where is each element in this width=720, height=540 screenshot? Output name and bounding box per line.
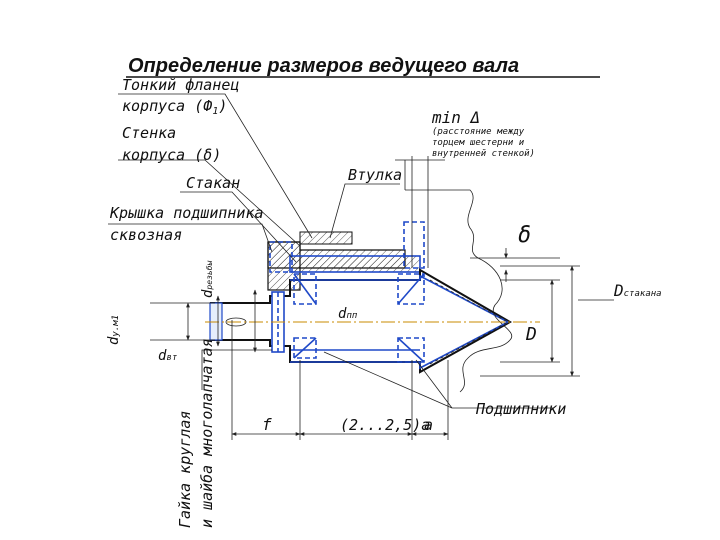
label-min-delta: min Δ — [431, 108, 480, 127]
cup-flange-dashed — [269, 241, 293, 273]
bearing-left-diag2 — [293, 337, 317, 359]
bearing-left-diag — [293, 273, 317, 305]
gear-tooth-top — [429, 279, 509, 323]
leader-wall — [118, 159, 301, 247]
leader-cover — [108, 223, 273, 253]
housing-outline — [404, 160, 513, 393]
page-title: Определение размеров ведущего вала — [128, 55, 519, 77]
leader-bearing-left — [323, 351, 453, 409]
label-nut-1: Гайка круглая — [176, 411, 194, 528]
gear-tooth-bottom — [429, 321, 509, 365]
label-thin-flange-1: Тонкий фланец — [122, 76, 239, 94]
bearing-right — [397, 273, 425, 305]
bearing-left-low — [293, 337, 317, 359]
label-cover-2: сквозная — [110, 226, 182, 244]
label-thin-flange-2: корпуса (Ф1) — [122, 97, 227, 117]
leader-flange — [118, 93, 313, 239]
label-wall-1: Стенка — [122, 124, 176, 142]
label-nut-2: и шайба многолапчатая — [198, 338, 216, 528]
leader-cup — [180, 191, 297, 263]
label-note-1: (расстояние между — [432, 127, 525, 137]
bearing-left — [293, 273, 317, 305]
label-note-2: торцем шестерни и — [432, 138, 525, 148]
label-wall-2: корпуса (δ) — [122, 146, 221, 164]
bearing-right-diag — [397, 273, 425, 305]
label-d-thread: dрезьбы — [200, 260, 216, 298]
leader-bushing — [329, 183, 400, 239]
label-d-um: dу.м1 — [106, 315, 122, 345]
label-cup: Стакан — [186, 174, 240, 192]
bearing-right-low — [397, 337, 425, 363]
label-note-3: внутренней стенкой) — [432, 149, 535, 159]
shaft-end — [209, 302, 223, 341]
label-delta: δ — [518, 223, 531, 248]
label-f: f — [262, 415, 272, 434]
label-d-cup: Dстакана — [613, 281, 662, 300]
label-a: a — [424, 416, 433, 434]
bearing-right-diag2 — [397, 337, 425, 363]
label-d-bt: dвт — [158, 348, 178, 364]
label-bushing: Втулка — [348, 166, 402, 184]
label-bearings: Подшипники — [475, 400, 566, 418]
label-range-a: (2...2,5)a — [340, 416, 430, 434]
label-cover-1: Крышка подшипника — [109, 204, 264, 222]
cup-body — [289, 255, 421, 273]
cup-right-dashed — [403, 221, 425, 269]
leader-nut — [201, 349, 272, 390]
label-d-pp: dпп — [338, 306, 358, 322]
leader-bearing-right — [415, 359, 453, 409]
wall-hatch — [299, 231, 353, 245]
label-d-big: D — [525, 324, 537, 345]
